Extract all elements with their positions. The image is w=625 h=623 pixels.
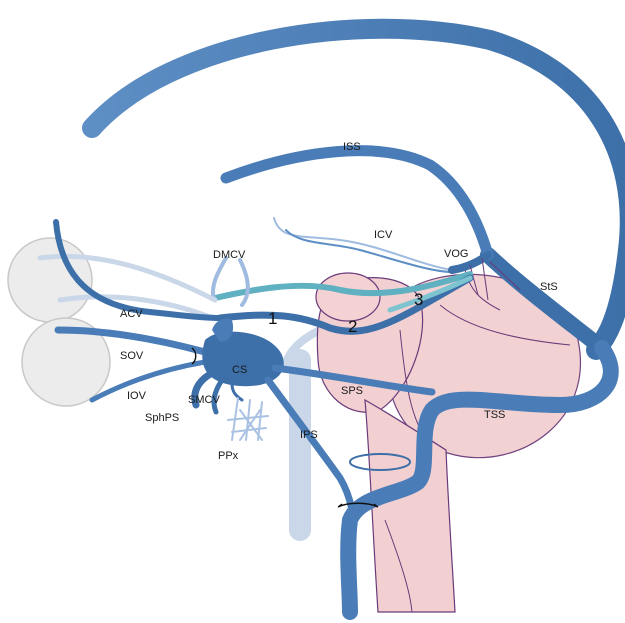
- label-sphps: SphPS: [145, 412, 179, 424]
- label-ppx: PPx: [218, 450, 239, 462]
- label-sts: StS: [540, 281, 558, 293]
- label-sps: SPS: [341, 385, 363, 397]
- marker-2: 2: [348, 317, 357, 336]
- label-iss: ISS: [343, 141, 361, 153]
- label-smcv: SMCV: [188, 394, 220, 406]
- pterygoid-plexus: [228, 398, 268, 440]
- label-sov: SOV: [120, 350, 144, 362]
- cavernous-sinus: [202, 318, 283, 386]
- label-acv: ACV: [120, 308, 143, 320]
- label-dmcv: DMCV: [213, 249, 246, 261]
- label-tss: TSS: [484, 409, 505, 421]
- pineal: [316, 273, 380, 321]
- inferior-sagittal-sinus: [226, 151, 488, 255]
- eye-globes: [8, 238, 110, 406]
- internal-cerebral-vein: [274, 218, 452, 272]
- marker-3: 3: [414, 290, 423, 309]
- label-icv: ICV: [374, 229, 393, 241]
- label-cs: CS: [232, 364, 247, 376]
- label-iov: IOV: [127, 390, 147, 402]
- marker-1: 1: [268, 309, 277, 328]
- label-vog: VOG: [444, 248, 468, 260]
- label-ips: IPS: [300, 429, 318, 441]
